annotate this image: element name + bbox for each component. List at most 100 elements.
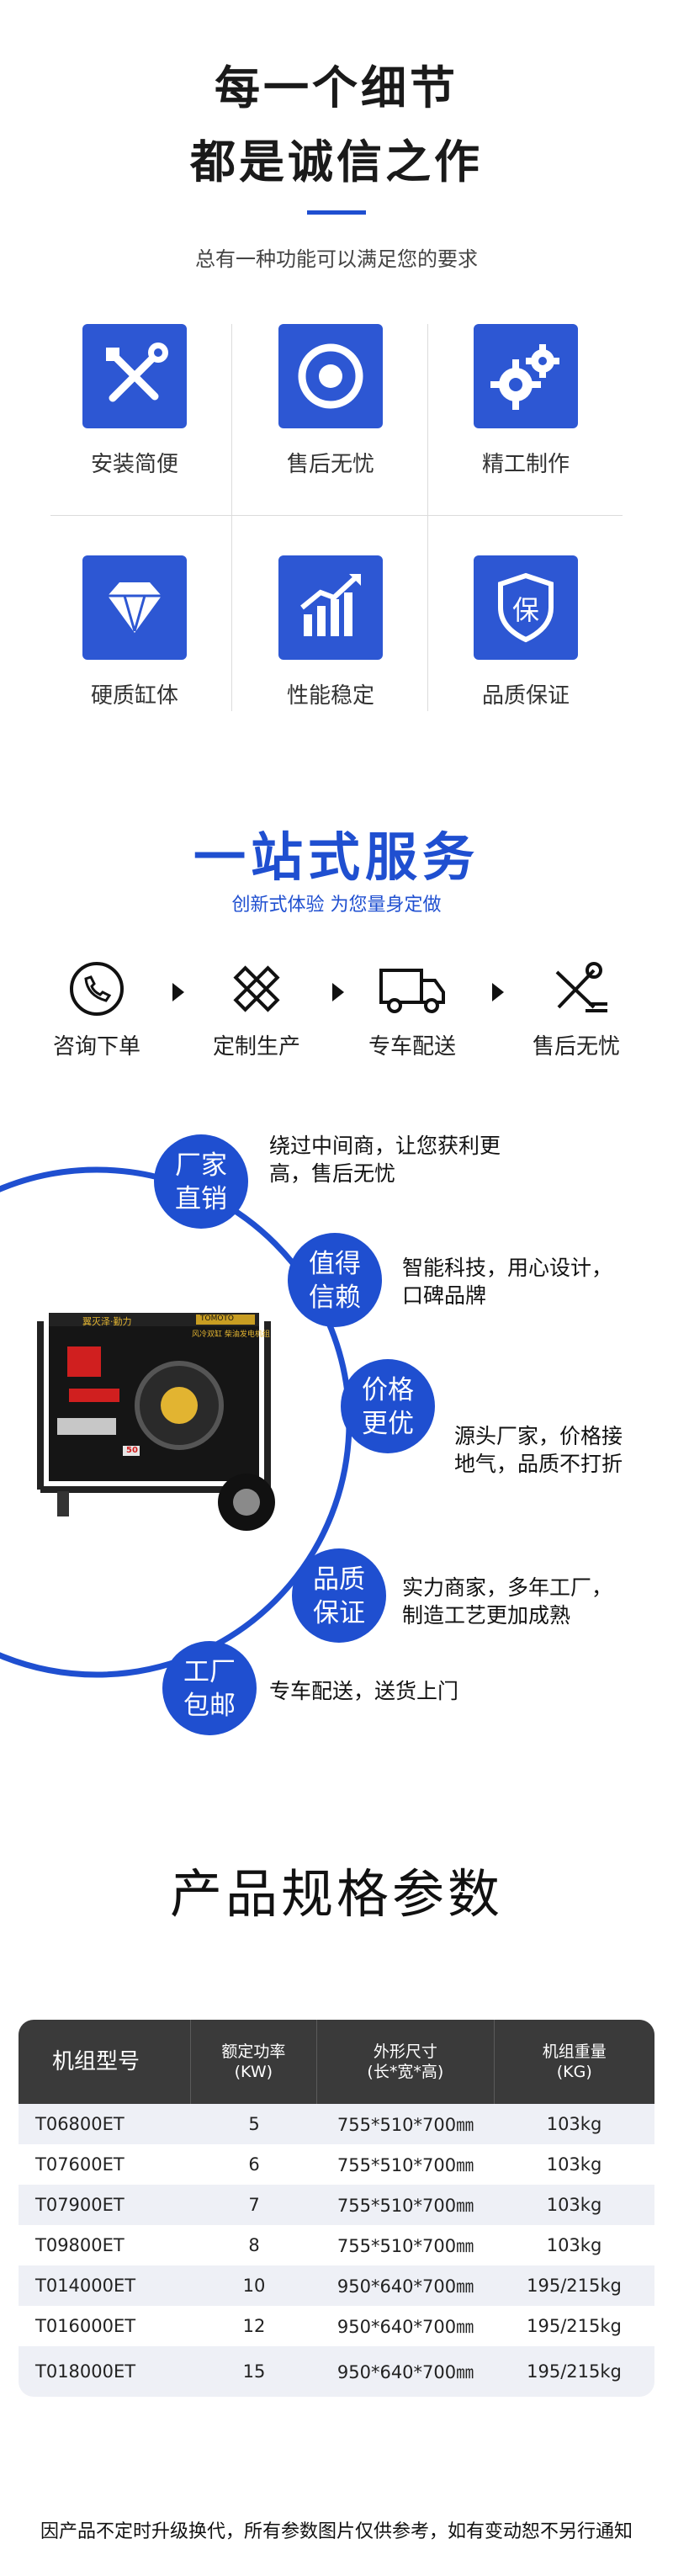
header-weight-line2: (KG) <box>556 2063 592 2081</box>
advantage-line1: 绕过中间商，让您获利更 <box>269 1134 501 1158</box>
cell-size: 950*640*700㎜ <box>336 2362 474 2382</box>
step-produce: 定制生产 <box>189 955 324 1060</box>
advantage-line2: 口碑品牌 <box>402 1283 487 1308</box>
cell-model: T016000ET <box>35 2316 136 2336</box>
cell-weight: 103kg <box>546 2114 602 2134</box>
cell-power: 15 <box>242 2361 266 2382</box>
badge-trustworthy: 值得信赖 <box>288 1233 382 1327</box>
cell-model: T018000ET <box>35 2361 136 2382</box>
table-row: T06800ET 5 755*510*700㎜ 103kg <box>19 2104 654 2144</box>
badge-line1: 工厂 <box>183 1657 236 1687</box>
generator-image: 翼灭泽·勤力 TOMOTO 风冷双缸 柴油发电机组 50 <box>24 1296 301 1548</box>
section1-title-line2: 都是诚信之作 <box>190 135 483 189</box>
section1-subtitle: 总有一种功能可以满足您的要求 <box>195 247 478 271</box>
step-aftersale: 售后无忧 <box>509 955 644 1060</box>
step-label: 咨询下单 <box>52 1034 140 1060</box>
generator-panel: 风冷双缸 柴油发电机组 <box>192 1330 270 1339</box>
feature-craft: 精工制作 <box>429 324 623 478</box>
cell-weight: 103kg <box>546 2154 602 2175</box>
cell-power: 5 <box>248 2114 260 2134</box>
header-weight: 机组重量 (KG) <box>495 2020 654 2104</box>
cell-power: 7 <box>248 2195 260 2215</box>
badge-better-price: 价格更优 <box>341 1359 435 1453</box>
table-row: T07900ET 7 755*510*700㎜ 103kg <box>19 2185 654 2225</box>
generator-brand-en: TOMOTO <box>200 1315 235 1323</box>
cell-size: 755*510*700㎜ <box>336 2115 474 2135</box>
grid-divider-h <box>50 515 623 516</box>
cell-model: T07600ET <box>35 2154 125 2175</box>
generator-tag: 50 <box>126 1446 138 1455</box>
wrench-icon <box>555 962 607 1012</box>
badge-line2: 信赖 <box>309 1283 361 1313</box>
feature-label: 性能稳定 <box>286 683 374 709</box>
shield-icon: 保 <box>474 555 578 660</box>
advantage-line2: 地气，品质不打折 <box>454 1452 623 1476</box>
advantage-line1: 专车配送，送货上门 <box>269 1679 459 1703</box>
title-underline <box>307 210 366 215</box>
header-model: 机组型号 <box>19 2020 191 2104</box>
feature-cylinder: 硬质缸体 <box>38 555 231 709</box>
advantage-line1: 智能科技，用心设计， <box>402 1256 613 1280</box>
cell-weight: 195/215kg <box>527 2316 622 2336</box>
header-size-line1: 外形尺寸 <box>373 2042 437 2061</box>
badge-line1: 品质 <box>313 1564 365 1595</box>
cell-model: T014000ET <box>35 2276 136 2296</box>
header-weight-line1: 机组重量 <box>542 2042 607 2061</box>
section2-title: 一站式服务 <box>193 826 480 888</box>
spec-table-header: 机组型号 额定功率(KW) 外形尺寸(长*宽*高) 机组重量 (KG) <box>19 2020 654 2104</box>
feature-stable: 性能稳定 <box>234 555 427 709</box>
badge-line2: 包邮 <box>183 1691 236 1721</box>
advantage-line2: 制造工艺更加成熟 <box>402 1603 571 1628</box>
advantage-line1: 实力商家，多年工厂， <box>402 1575 613 1600</box>
advantage-text-4: 实力商家，多年工厂， 制造工艺更加成熟 <box>402 1574 612 1629</box>
ruler-pencil-icon <box>233 965 280 1012</box>
feature-quality: 保 品质保证 <box>429 555 623 709</box>
advantage-line2: 高，售后无忧 <box>269 1161 396 1186</box>
step-label: 定制生产 <box>212 1034 300 1060</box>
grid-divider-v1 <box>231 324 232 711</box>
badge-quality: 品质保证 <box>292 1548 386 1643</box>
svg-text:保: 保 <box>512 594 539 626</box>
step-consult: 咨询下单 <box>29 955 164 1060</box>
cell-model: T06800ET <box>35 2114 125 2134</box>
tools-icon <box>82 324 187 428</box>
disclaimer-note: 因产品不定时升级换代，所有参数图片仅供参考，如有变动恕不另行通知 <box>40 2521 633 2542</box>
feature-install: 安装简便 <box>38 324 231 478</box>
cell-model: T07900ET <box>35 2195 125 2215</box>
header-power: 额定功率(KW) <box>191 2020 318 2104</box>
cell-model: T09800ET <box>35 2235 125 2255</box>
badge-free-shipping: 工厂包邮 <box>162 1641 257 1735</box>
cell-size: 755*510*700㎜ <box>336 2196 474 2216</box>
cell-weight: 103kg <box>546 2235 602 2255</box>
cell-size: 950*640*700㎜ <box>336 2276 474 2297</box>
feature-service: 售后无忧 <box>234 324 427 478</box>
advantage-line1: 源头厂家，价格接 <box>454 1424 623 1448</box>
truck-icon <box>379 969 445 1013</box>
spec-table: 机组型号 额定功率(KW) 外形尺寸(长*宽*高) 机组重量 (KG) T0680… <box>19 2020 654 2397</box>
header-size: 外形尺寸(长*宽*高) <box>317 2020 495 2104</box>
cell-power: 12 <box>242 2316 266 2336</box>
feature-label: 安装简便 <box>90 452 178 477</box>
advantage-text-2: 智能科技，用心设计， 口碑品牌 <box>402 1254 612 1309</box>
phone-icon <box>70 962 124 1016</box>
cell-size: 755*510*700㎜ <box>336 2236 474 2256</box>
badge-line1: 值得 <box>309 1249 361 1279</box>
cell-weight: 103kg <box>546 2195 602 2215</box>
advantage-text-1: 绕过中间商，让您获利更 高，售后无忧 <box>269 1132 501 1187</box>
badge-line1: 价格 <box>362 1375 414 1405</box>
diamond-icon <box>82 555 187 660</box>
header-power-line2: (KW) <box>234 2063 273 2081</box>
step-deliver: 专车配送 <box>345 955 480 1060</box>
feature-label: 品质保证 <box>481 683 570 709</box>
badge-line1: 厂家 <box>175 1150 227 1181</box>
chart-icon <box>278 555 383 660</box>
gears-icon <box>474 324 578 428</box>
feature-label: 硬质缸体 <box>90 683 178 709</box>
cell-size: 755*510*700㎜ <box>336 2155 474 2175</box>
cell-weight: 195/215kg <box>527 2276 622 2296</box>
section1-title-line1: 每一个细节 <box>215 61 458 114</box>
arrow-right-icon <box>332 983 344 1001</box>
advantage-text-5: 专车配送，送货上门 <box>269 1677 458 1705</box>
